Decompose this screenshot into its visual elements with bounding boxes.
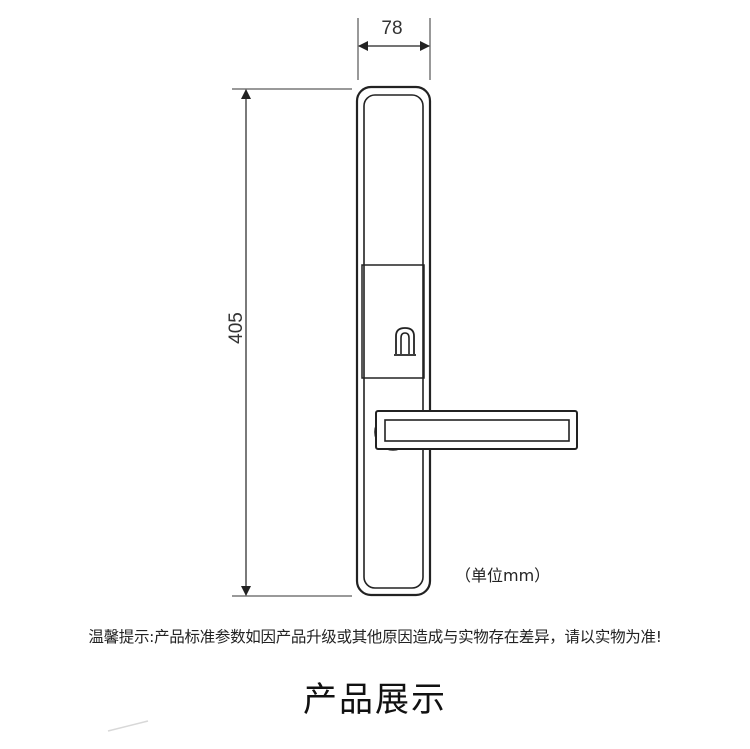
handle-lever-outer bbox=[375, 410, 578, 450]
handle-lever-inner bbox=[384, 419, 570, 442]
lock-inner-frame bbox=[363, 94, 424, 589]
section-title: 产品展示 bbox=[303, 680, 447, 720]
lock-outer-frame bbox=[355, 85, 432, 597]
unit-note: （单位mm） bbox=[455, 566, 551, 585]
door-handle bbox=[374, 410, 578, 451]
height-label: 405 bbox=[226, 312, 247, 344]
width-dimension: 78 bbox=[357, 18, 431, 80]
width-label: 78 bbox=[381, 18, 402, 39]
fingerprint-reader-panel bbox=[361, 264, 425, 379]
decorative-stroke bbox=[107, 720, 149, 732]
disclaimer-notice: 温馨提示:产品标准参数如因产品升级或其他原因造成与实物存在差异，请以实物为准! bbox=[88, 628, 662, 646]
lock-body bbox=[355, 85, 432, 597]
height-dimension: 405 bbox=[226, 88, 352, 597]
fingerprint-sensor-icon bbox=[395, 327, 415, 354]
